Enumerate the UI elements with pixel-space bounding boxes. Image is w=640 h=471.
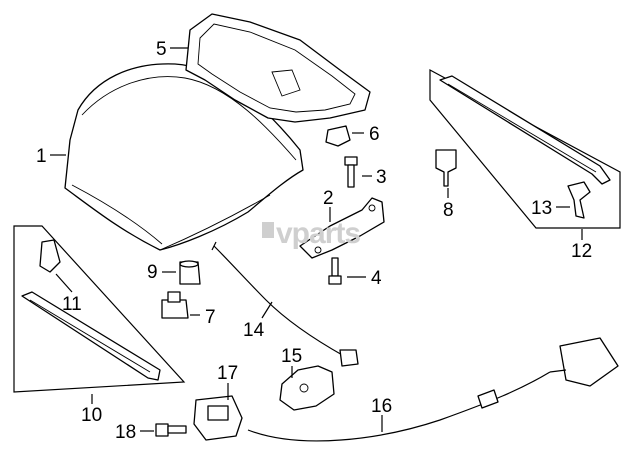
hood-panel bbox=[64, 63, 304, 251]
hood-bumper-7 bbox=[161, 291, 189, 319]
callout-10: 10 bbox=[81, 405, 102, 426]
hood-prop-rod bbox=[211, 241, 359, 367]
callout-4: 4 bbox=[371, 268, 382, 289]
callout-6: 6 bbox=[369, 124, 380, 145]
callout-17: 17 bbox=[217, 363, 238, 384]
leader-14 bbox=[261, 301, 273, 319]
bolt-18 bbox=[155, 423, 187, 437]
callout-3: 3 bbox=[376, 167, 387, 188]
release-handle bbox=[193, 395, 243, 441]
weatherstrip-group-box bbox=[429, 68, 621, 229]
callout-8: 8 bbox=[443, 200, 454, 221]
hood-latch bbox=[279, 365, 335, 411]
hood-bumper-9 bbox=[179, 260, 201, 285]
callout-5: 5 bbox=[156, 39, 167, 60]
watermark-logo: vparts bbox=[262, 217, 361, 250]
callout-9: 9 bbox=[147, 262, 158, 283]
callout-7: 7 bbox=[205, 307, 216, 328]
hood-hinge bbox=[299, 197, 385, 259]
callout-16: 16 bbox=[371, 396, 392, 417]
bolt-3 bbox=[344, 156, 358, 188]
seal-group-box bbox=[13, 225, 186, 393]
callout-1: 1 bbox=[36, 146, 47, 167]
grommet-8 bbox=[435, 149, 457, 187]
release-cable bbox=[247, 337, 619, 442]
callouts: 1 2 3 4 5 6 7 8 9 10 11 12 13 14 15 16 1 bbox=[36, 39, 592, 443]
callout-2: 2 bbox=[323, 188, 334, 209]
bolt-4 bbox=[328, 257, 342, 285]
callout-11: 11 bbox=[62, 294, 82, 315]
leader-11 bbox=[55, 273, 73, 293]
watermark-text: vparts bbox=[276, 217, 360, 250]
callout-15: 15 bbox=[281, 346, 302, 367]
hood-insulator bbox=[185, 13, 371, 123]
hood-bumper-6 bbox=[325, 125, 351, 147]
callout-13: 13 bbox=[531, 198, 552, 219]
callout-18: 18 bbox=[115, 422, 136, 443]
callout-12: 12 bbox=[571, 241, 592, 262]
callout-14: 14 bbox=[243, 320, 265, 341]
